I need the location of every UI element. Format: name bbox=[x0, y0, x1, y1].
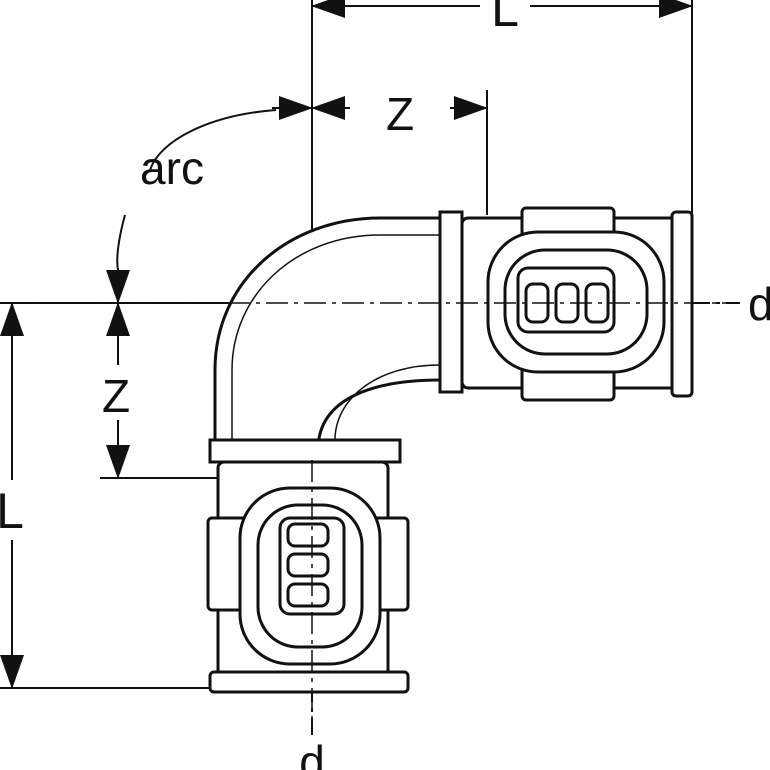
bottom-press-fitting bbox=[206, 460, 410, 694]
right-press-fitting bbox=[460, 206, 694, 402]
left-offset-label: Z bbox=[102, 370, 130, 422]
top-length-label: L bbox=[491, 0, 519, 37]
elbow-body bbox=[208, 210, 464, 464]
left-length-label: L bbox=[0, 483, 24, 539]
right-diameter-label: d bbox=[748, 278, 770, 330]
top-offset-label: Z bbox=[386, 88, 414, 140]
bottom-diameter-label: d bbox=[299, 736, 325, 770]
arc-label: arc bbox=[140, 142, 204, 194]
